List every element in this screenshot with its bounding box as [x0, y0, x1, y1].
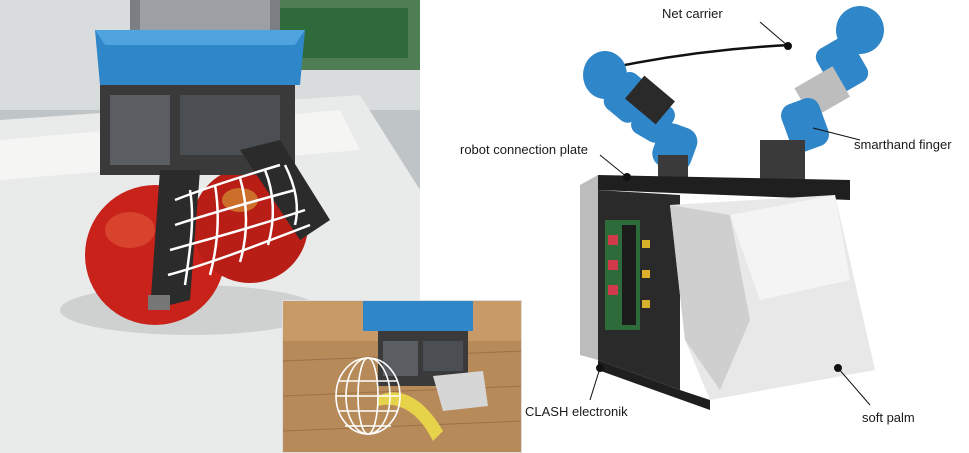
connection-plate [598, 175, 850, 200]
banana [378, 392, 443, 441]
net-carrier-line [599, 43, 791, 72]
photo-gripper-with-banana [282, 300, 522, 453]
label-clash-electronik: CLASH electronik [525, 404, 628, 419]
net [167, 163, 311, 286]
net-inset [335, 357, 401, 435]
label-robot-connection-plate: robot connection plate [460, 142, 588, 157]
label-smarthand-finger: smarthand finger [854, 137, 952, 152]
cad-render-diagram: Net carrier robot connection plate smart… [430, 0, 969, 453]
right-finger [760, 6, 884, 185]
finger-right [240, 140, 330, 240]
label-net-carrier: Net carrier [662, 6, 723, 21]
left-finger [583, 51, 698, 185]
label-soft-palm: soft palm [862, 410, 915, 425]
